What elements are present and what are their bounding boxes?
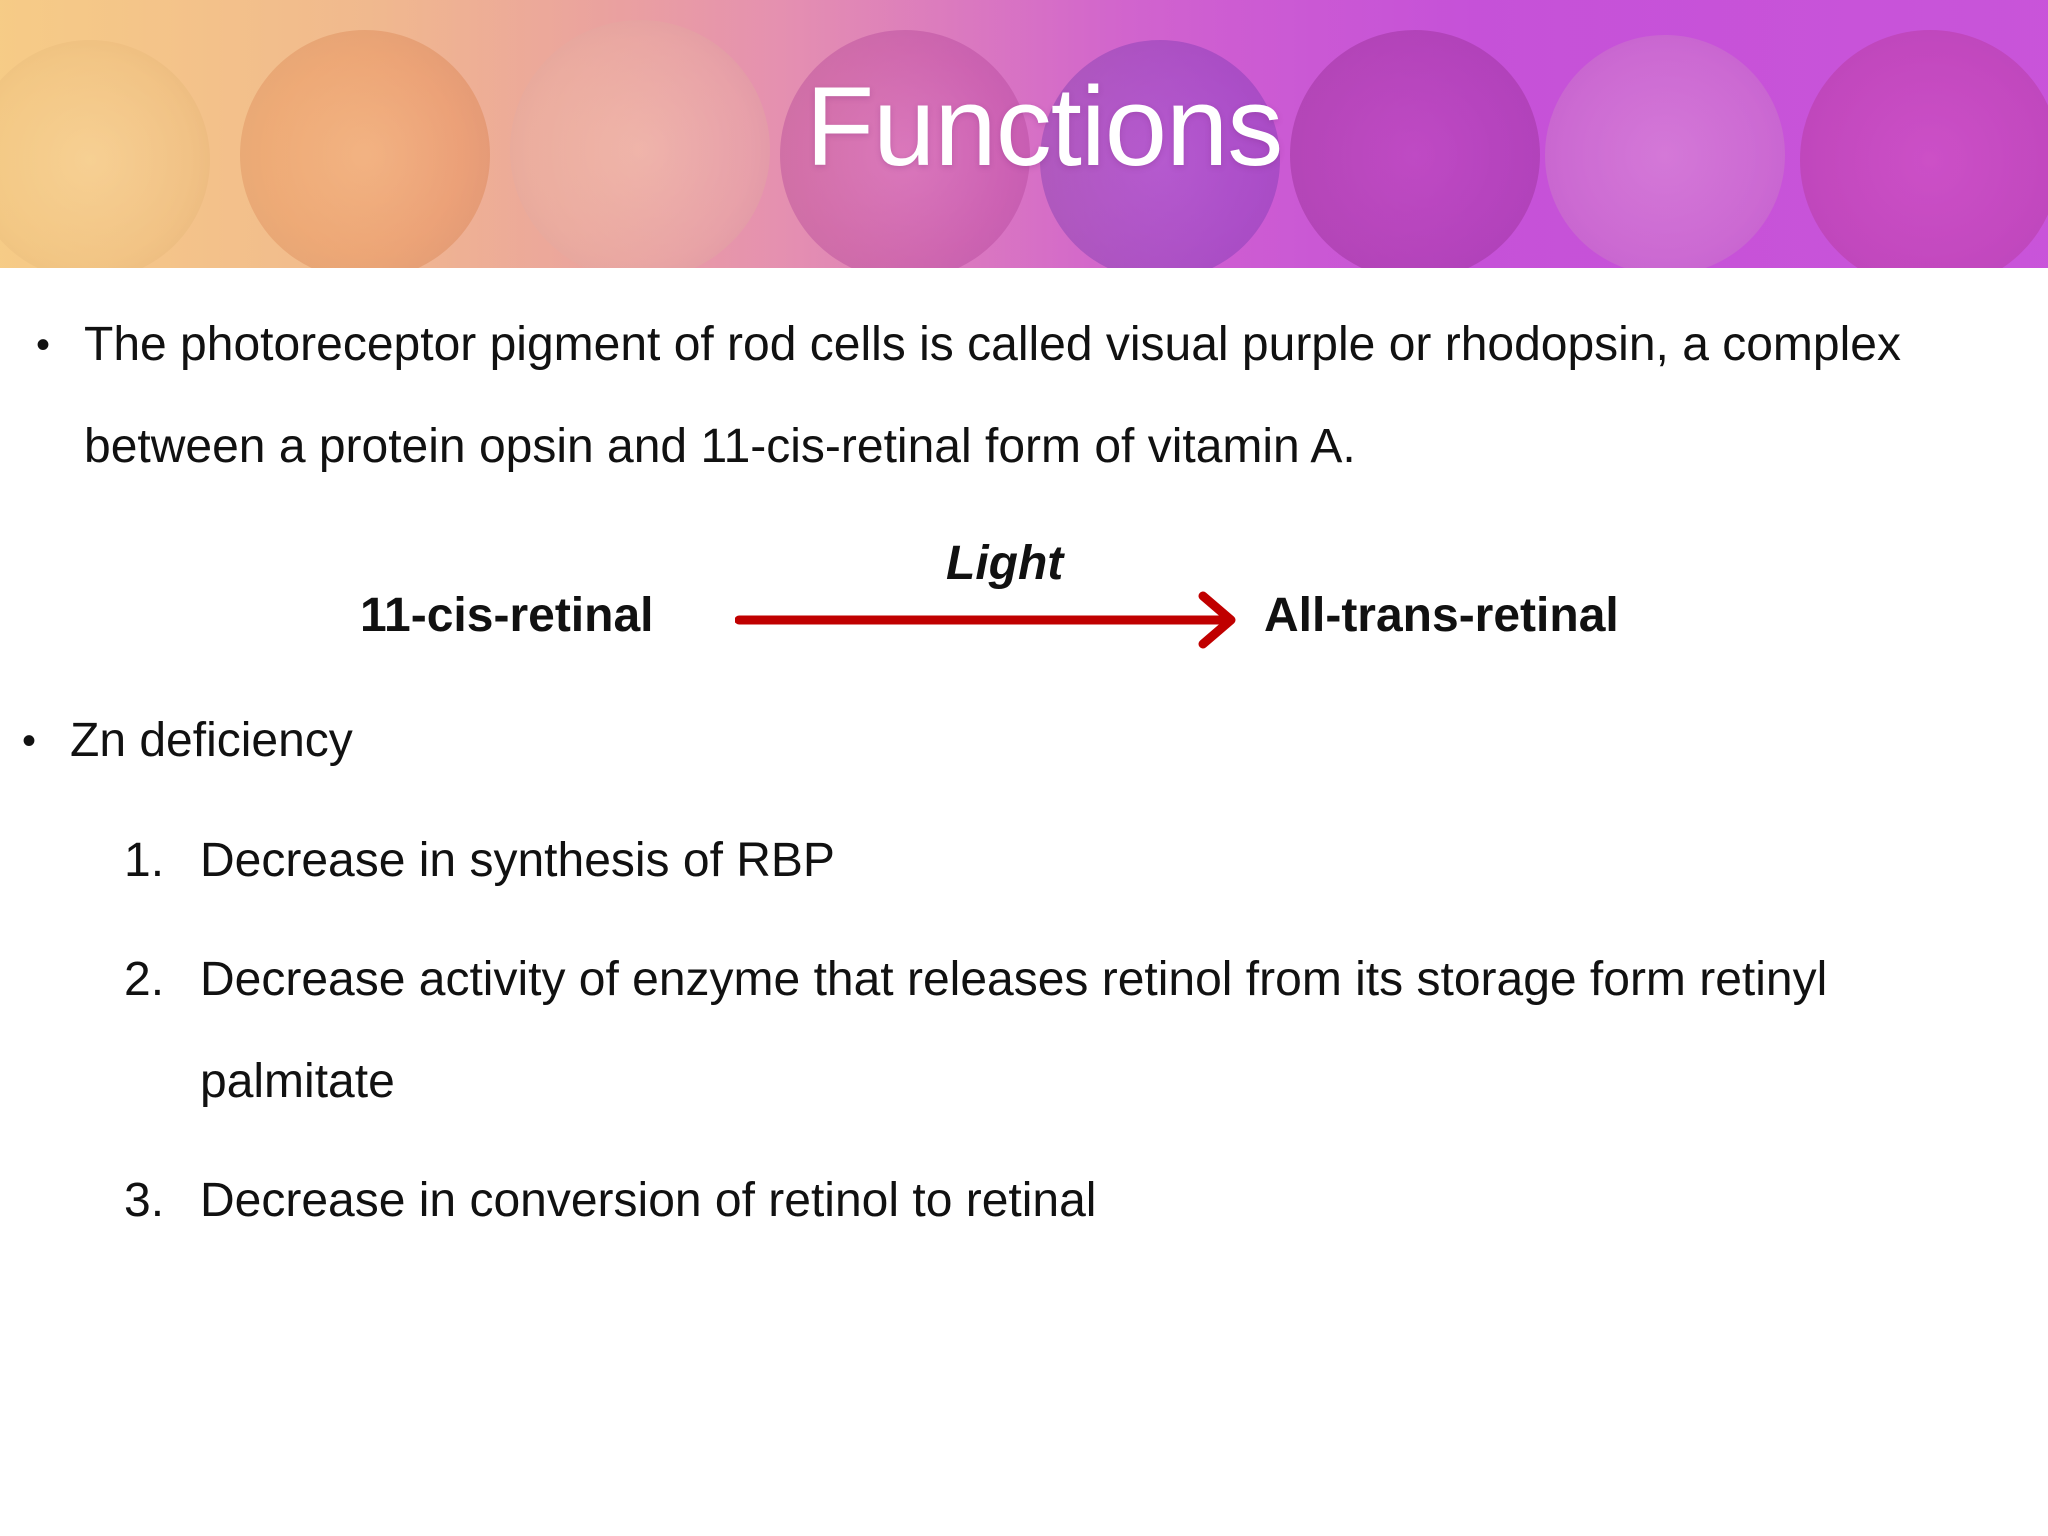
bullet-zn-deficiency: • Zn deficiency: [22, 690, 1922, 792]
food-bowl-image: [1040, 40, 1280, 268]
food-bowl-image: [510, 20, 770, 268]
food-bowl-image: [1290, 30, 1540, 268]
bullet-text: The photoreceptor pigment of rod cells i…: [84, 318, 1901, 473]
bullet-text: Zn deficiency: [70, 714, 353, 767]
list-item: 2. Decrease activity of enzyme that rele…: [124, 929, 2004, 1133]
reaction-condition: Light: [946, 537, 1064, 590]
reaction-arrow-icon: [735, 591, 1236, 649]
reaction-reactant: 11-cis-retinal: [360, 589, 654, 642]
list-item: 1. Decrease in synthesis of RBP: [124, 810, 2004, 912]
list-item: 3. Decrease in conversion of retinol to …: [124, 1150, 2004, 1252]
food-bowl-image: [780, 30, 1030, 268]
food-bowl-image: [1800, 30, 2048, 268]
bullet-marker: •: [36, 323, 51, 367]
food-bowl-image: [0, 40, 210, 268]
header-banner: Functions: [0, 0, 2048, 268]
list-item-number: 3.: [124, 1174, 165, 1227]
food-bowl-image: [1545, 35, 1785, 268]
list-item-text: Decrease in conversion of retinol to ret…: [200, 1174, 1097, 1227]
bullet-marker: •: [22, 719, 37, 763]
food-bowl-image: [240, 30, 490, 268]
list-item-text: Decrease in synthesis of RBP: [200, 834, 835, 887]
list-item-text: Decrease activity of enzyme that release…: [200, 953, 1828, 1108]
list-item-number: 2.: [124, 953, 165, 1006]
list-item-number: 1.: [124, 834, 165, 887]
reaction-product: All-trans-retinal: [1264, 589, 1619, 642]
bullet-photoreceptor: • The photoreceptor pigment of rod cells…: [36, 294, 1956, 498]
slide-title: Functions: [805, 64, 1284, 189]
